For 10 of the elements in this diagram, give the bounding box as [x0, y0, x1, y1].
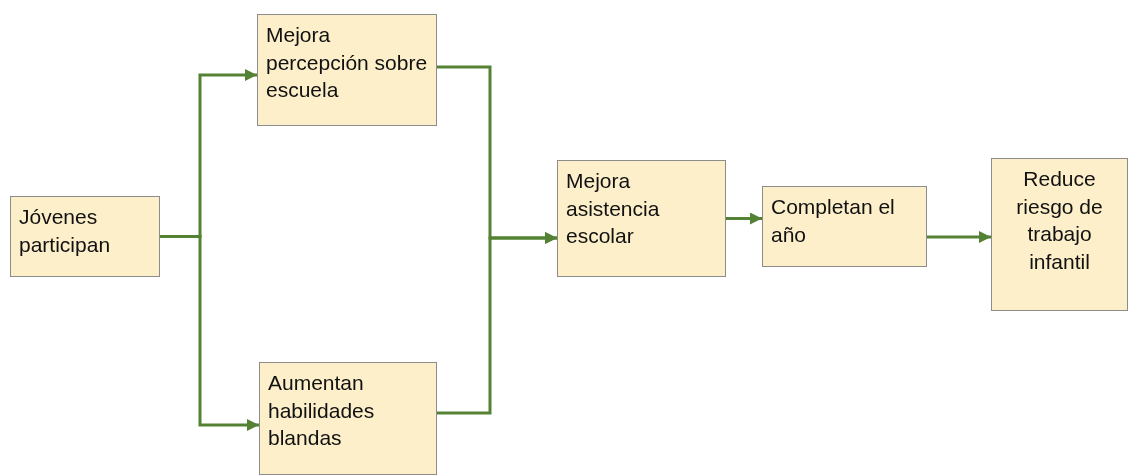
process-box: Completan el año	[762, 186, 927, 267]
process-box: Mejora asistencia escolar	[557, 160, 726, 277]
arrow	[437, 232, 557, 415]
arrow	[160, 235, 259, 431]
arrow	[927, 231, 991, 243]
process-box: Mejora percepción sobre escuela	[257, 14, 437, 126]
process-box: Aumentan habilidades blandas	[259, 362, 437, 475]
arrow	[726, 212, 762, 225]
process-box: Jóvenes participan	[10, 196, 160, 277]
process-box: Reduce riesgo de trabajo infantil	[991, 158, 1128, 311]
